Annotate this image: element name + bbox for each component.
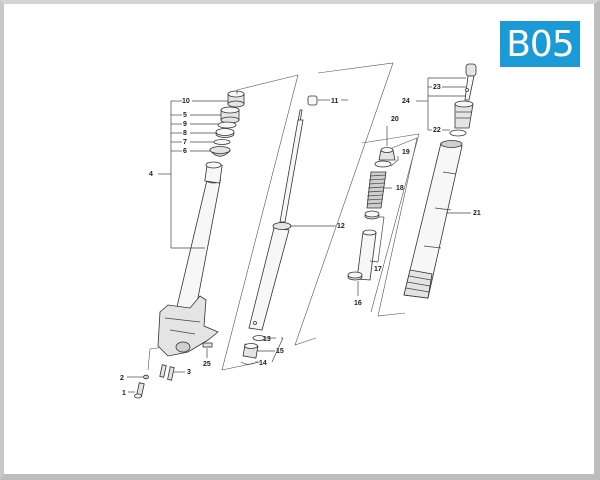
group-boundary-bracket (361, 133, 420, 313)
callout-22: 22 (433, 127, 441, 134)
outer-tube-4 (170, 161, 223, 336)
part-8-washer (215, 128, 235, 138)
callout-20: 20 (391, 116, 399, 123)
part-6-seal (209, 146, 231, 157)
part-22-oring (449, 129, 467, 137)
callout-19: 19 (402, 149, 410, 156)
callout-3: 3 (187, 369, 191, 376)
part-3-screws (159, 364, 175, 381)
part-13-oring (252, 335, 266, 341)
part-17-spacer (356, 229, 377, 281)
part-16-ring-upper (364, 210, 380, 220)
damper-rod (248, 109, 304, 331)
leader-lines-middle (255, 99, 348, 363)
leader-lines-spring (357, 126, 399, 296)
part-16-ring-lower (347, 271, 363, 281)
callout-11: 11 (331, 98, 339, 105)
part-14-clip (240, 361, 255, 365)
callout-1: 1 (122, 390, 126, 397)
part-11-nut (307, 95, 318, 106)
part-20-cap (378, 147, 396, 161)
callout-10: 10 (182, 98, 190, 105)
group-boundary-left (221, 74, 299, 371)
leader-lines-hardware (127, 348, 208, 393)
leader-lines-left (158, 90, 238, 249)
callout-2: 2 (120, 375, 124, 382)
leader-lines-right (416, 77, 471, 214)
callout-23: 23 (433, 84, 441, 91)
callout-15: 15 (276, 348, 284, 355)
fork-foot (157, 295, 219, 357)
part-19-washer (374, 160, 392, 168)
group-boundary-right (377, 137, 418, 317)
callout-4: 4 (149, 171, 153, 178)
part-15-valve (242, 343, 259, 359)
callout-17: 17 (374, 266, 382, 273)
part-24-adjuster (454, 100, 474, 129)
callout-13: 13 (263, 336, 271, 343)
group-boundary-middle (294, 62, 394, 346)
callout-25: 25 (203, 361, 211, 368)
part-25-pin (202, 342, 213, 348)
section-badge: B05 (500, 21, 580, 67)
part-7-clip (213, 139, 231, 145)
callout-24: 24 (402, 98, 410, 105)
callout-9: 9 (183, 121, 187, 128)
part-18-spring (366, 171, 387, 209)
part-10-cap (227, 90, 245, 108)
callout-7: 7 (183, 139, 187, 146)
callout-16: 16 (354, 300, 362, 307)
callout-12: 12 (337, 223, 345, 230)
part-9-ring (217, 121, 237, 129)
part-5-bushing (220, 106, 240, 124)
part-1-bolt (134, 382, 145, 399)
callout-14: 14 (259, 360, 267, 367)
part-21-inner-tube (403, 140, 463, 299)
callout-5: 5 (183, 112, 187, 119)
callout-18: 18 (396, 185, 404, 192)
callout-6: 6 (183, 148, 187, 155)
part-2-washer (143, 374, 149, 380)
callout-8: 8 (183, 130, 187, 137)
callout-21: 21 (473, 210, 481, 217)
part-23-top-cap (464, 63, 477, 101)
